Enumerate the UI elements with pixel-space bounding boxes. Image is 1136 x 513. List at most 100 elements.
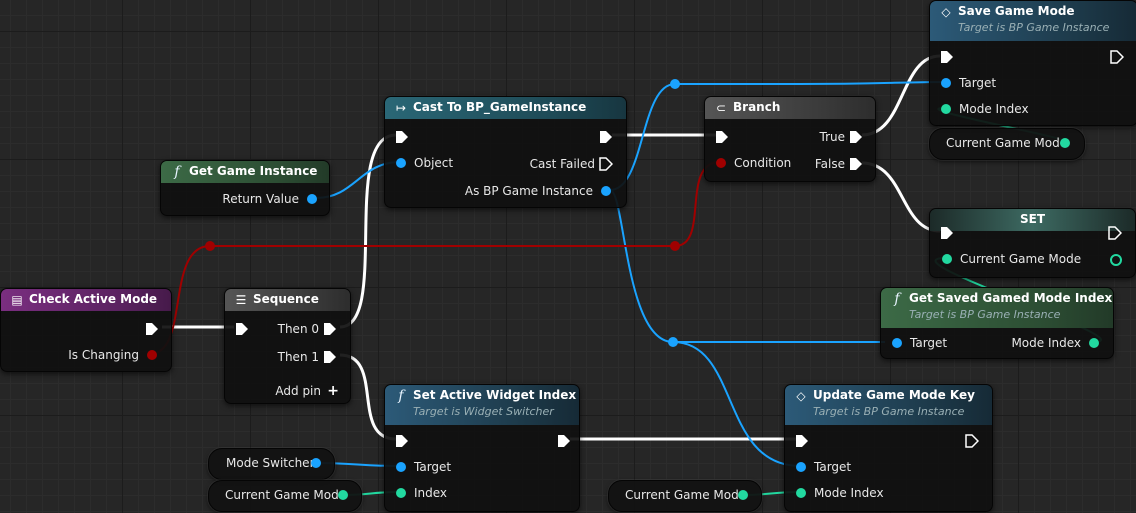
then-1-pin[interactable]: Then 1 bbox=[265, 349, 337, 365]
pin-label: Object bbox=[414, 156, 454, 170]
object-pin-dot bbox=[796, 462, 806, 472]
exec-in-pin[interactable] bbox=[795, 433, 815, 449]
node-title: Cast To BP_GameInstance bbox=[413, 100, 587, 114]
branch-node[interactable]: ⊂ Branch True Condition False bbox=[704, 96, 876, 182]
as-bp-game-instance-pin[interactable]: As BP Game Instance bbox=[445, 183, 611, 199]
pin-label: True bbox=[819, 130, 846, 144]
exec-out-pin[interactable] bbox=[535, 433, 571, 449]
index-pin[interactable]: Index bbox=[396, 485, 496, 501]
int-pin-dot bbox=[1110, 254, 1122, 266]
int-pin-dot bbox=[1089, 338, 1099, 348]
int-pin-dot[interactable] bbox=[338, 490, 348, 500]
pin-label: Add pin bbox=[275, 384, 321, 398]
exec-out-pin[interactable] bbox=[1100, 225, 1122, 241]
mode-index-pin[interactable]: Mode Index bbox=[941, 101, 1091, 117]
node-subtitle: Target is BP Game Instance bbox=[958, 21, 1110, 34]
exec-in-pin[interactable] bbox=[940, 49, 960, 65]
node-subtitle: Target is BP Game Instance bbox=[909, 308, 1061, 321]
condition-pin[interactable]: Condition bbox=[716, 155, 816, 171]
object-pin[interactable]: Object bbox=[396, 155, 496, 171]
set-active-widget-index-node[interactable]: f Set Active Widget Index Target is Widg… bbox=[384, 384, 580, 512]
exec-out-pin[interactable] bbox=[955, 433, 979, 449]
mode-switcher-variable[interactable]: Mode Switcher bbox=[208, 448, 335, 480]
reroute-knot bbox=[670, 79, 680, 89]
node-header[interactable]: ↦ Cast To BP_GameInstance bbox=[385, 97, 626, 119]
exec-pin-icon bbox=[1108, 226, 1122, 240]
exec-pin-icon bbox=[1110, 50, 1124, 64]
int-pin-dot[interactable] bbox=[1060, 138, 1070, 148]
target-pin[interactable]: Target bbox=[941, 75, 1061, 91]
plus-icon: + bbox=[327, 383, 339, 399]
int-pin-dot[interactable] bbox=[738, 490, 748, 500]
exec-in-pin[interactable] bbox=[395, 433, 415, 449]
pin-label: As BP Game Instance bbox=[464, 184, 593, 198]
exec-pin-icon bbox=[716, 131, 728, 143]
pin-label: Return Value bbox=[222, 192, 299, 206]
exec-in-pin[interactable] bbox=[715, 129, 735, 145]
object-pin-dot bbox=[892, 338, 902, 348]
exec-pin-icon bbox=[324, 323, 336, 335]
node-header[interactable]: SET bbox=[930, 209, 1135, 231]
current-game-mode-pin[interactable]: Current Game Mode bbox=[942, 251, 1092, 267]
variable-label: Current Game Mode bbox=[225, 488, 347, 502]
exec-pin-icon bbox=[396, 131, 408, 143]
node-header[interactable]: ▤ Check Active Mode bbox=[1, 289, 171, 311]
exec-pin-icon bbox=[396, 435, 408, 447]
cast-to-node[interactable]: ↦ Cast To BP_GameInstance Object Cast Fa… bbox=[384, 96, 627, 208]
exec-out-pin[interactable] bbox=[585, 129, 613, 145]
save-game-mode-node[interactable]: ◇ Save Game Mode Target is BP Game Insta… bbox=[929, 0, 1136, 126]
return-value-pin[interactable]: Return Value bbox=[201, 191, 317, 207]
node-header[interactable]: f Set Active Widget Index Target is Widg… bbox=[385, 385, 579, 425]
sequence-node[interactable]: ☰ Sequence Then 0 Then 1 Add pin + bbox=[224, 288, 351, 404]
mode-index-pin[interactable]: Mode Index bbox=[991, 335, 1099, 351]
diamond-icon: ◇ bbox=[796, 389, 806, 403]
exec-out-pin[interactable] bbox=[1100, 49, 1124, 65]
node-header[interactable]: ◇ Save Game Mode Target is BP Game Insta… bbox=[930, 1, 1136, 41]
target-pin[interactable]: Target bbox=[396, 459, 496, 475]
exec-pin-icon bbox=[324, 351, 336, 363]
variable-label: Current Game Mode bbox=[625, 488, 747, 502]
cast-arrow-icon: ↦ bbox=[395, 101, 407, 115]
then-0-pin[interactable]: Then 0 bbox=[265, 321, 337, 337]
pin-label: Target bbox=[959, 76, 997, 90]
true-pin[interactable]: True bbox=[795, 129, 863, 145]
node-title: Sequence bbox=[253, 292, 319, 306]
node-header[interactable]: ☰ Sequence bbox=[225, 289, 350, 311]
exec-pin-icon bbox=[850, 131, 862, 143]
false-pin[interactable]: False bbox=[795, 156, 863, 172]
add-pin-button[interactable]: Add pin + bbox=[265, 383, 339, 399]
current-game-mode-out-pin[interactable] bbox=[1100, 251, 1122, 267]
exec-pin-icon bbox=[600, 131, 612, 143]
exec-in-pin[interactable] bbox=[235, 321, 255, 337]
node-header[interactable]: f Get Game Instance bbox=[161, 161, 329, 183]
update-game-mode-key-node[interactable]: ◇ Update Game Mode Key Target is BP Game… bbox=[784, 384, 993, 512]
exec-out-pin[interactable] bbox=[131, 321, 159, 337]
int-pin-dot bbox=[396, 488, 406, 498]
bool-pin-dot bbox=[716, 158, 726, 168]
node-header[interactable]: ◇ Update Game Mode Key Target is BP Game… bbox=[785, 385, 992, 425]
set-node[interactable]: SET Current Game Mode bbox=[929, 208, 1136, 278]
get-saved-mode-index-node[interactable]: f Get Saved Gamed Mode Index Target is B… bbox=[880, 287, 1114, 359]
node-header[interactable]: f Get Saved Gamed Mode Index Target is B… bbox=[881, 288, 1113, 328]
check-active-mode-node[interactable]: ▤ Check Active Mode Is Changing bbox=[0, 288, 172, 372]
target-pin[interactable]: Target bbox=[796, 459, 896, 475]
is-changing-pin[interactable]: Is Changing bbox=[41, 347, 157, 363]
pin-label: Condition bbox=[734, 156, 792, 170]
get-game-instance-node[interactable]: f Get Game Instance Return Value bbox=[160, 160, 330, 216]
target-pin[interactable]: Target bbox=[892, 335, 992, 351]
pin-label: Target bbox=[814, 460, 852, 474]
node-title: Save Game Mode bbox=[958, 4, 1075, 18]
cast-failed-pin[interactable]: Cast Failed bbox=[495, 156, 613, 172]
object-pin-dot[interactable] bbox=[311, 458, 321, 468]
current-game-mode-variable[interactable]: Current Game Mode bbox=[929, 128, 1085, 160]
exec-in-pin[interactable] bbox=[395, 129, 415, 145]
node-header[interactable]: ⊂ Branch bbox=[705, 97, 875, 119]
exec-in-pin[interactable] bbox=[940, 225, 960, 241]
mode-index-pin[interactable]: Mode Index bbox=[796, 485, 926, 501]
function-icon: f bbox=[398, 388, 404, 404]
variable-label: Current Game Mode bbox=[946, 136, 1068, 150]
int-pin-dot bbox=[796, 488, 806, 498]
current-game-mode-variable[interactable]: Current Game Mode bbox=[608, 480, 762, 512]
object-pin-dot bbox=[396, 462, 406, 472]
current-game-mode-variable[interactable]: Current Game Mode bbox=[208, 480, 362, 512]
